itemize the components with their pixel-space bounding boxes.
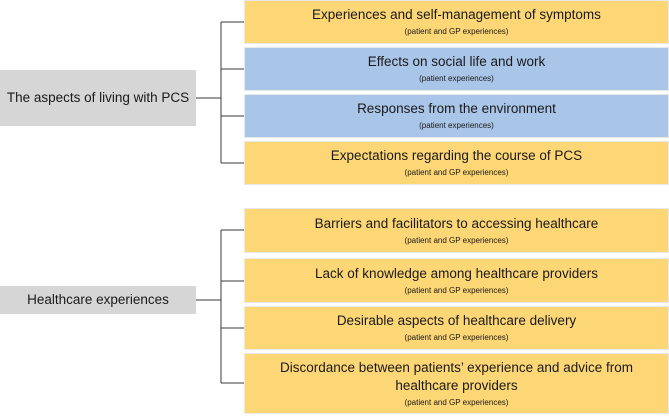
theme-box-access-healthcare: Barriers and facilitators to accessing h…	[244, 208, 669, 253]
theme-title: Effects on social life and work	[367, 54, 546, 69]
theme-box-discordance: Discordance between patients’ experience…	[244, 353, 669, 414]
theme-box-environment: Responses from the environment (patient …	[244, 94, 669, 138]
theme-box-desirable-delivery: Desirable aspects of healthcare delivery…	[244, 306, 669, 350]
theme-note: (patient and GP experiences)	[404, 168, 509, 177]
theme-box-symptoms: Experiences and self-management of sympt…	[244, 0, 669, 44]
theme-box-social-life: Effects on social life and work (patient…	[244, 47, 669, 91]
theme-note: (patient and GP experiences)	[404, 235, 509, 245]
theme-title: Experiences and self-management of sympt…	[312, 7, 601, 22]
theme-title: Expectations regarding the course of PCS	[330, 148, 583, 163]
theme-title: Discordance between patients’ experience…	[280, 359, 633, 393]
theme-note: (patient experiences)	[419, 74, 494, 83]
theme-title: Barriers and facilitators to accessing h…	[314, 215, 599, 231]
category-label: The aspects of living with PCS	[6, 90, 190, 105]
theme-box-course-expectations: Expectations regarding the course of PCS…	[244, 141, 669, 185]
theme-note: (patient and GP experiences)	[404, 333, 509, 342]
theme-note: (patient experiences)	[419, 121, 494, 130]
category-label: Healthcare experiences	[27, 292, 169, 307]
category-living-with-pcs: The aspects of living with PCS	[0, 70, 196, 126]
theme-title: Lack of knowledge among healthcare provi…	[315, 265, 598, 281]
theme-note: (patient and GP experiences)	[404, 397, 509, 407]
theme-title: Desirable aspects of healthcare delivery	[336, 313, 577, 328]
theme-note: (patient and GP experiences)	[404, 27, 509, 36]
theme-note: (patient and GP experiences)	[404, 285, 509, 295]
theme-box-knowledge-gap: Lack of knowledge among healthcare provi…	[244, 258, 669, 303]
category-healthcare-experiences: Healthcare experiences	[0, 286, 196, 314]
theme-title: Responses from the environment	[357, 101, 556, 116]
